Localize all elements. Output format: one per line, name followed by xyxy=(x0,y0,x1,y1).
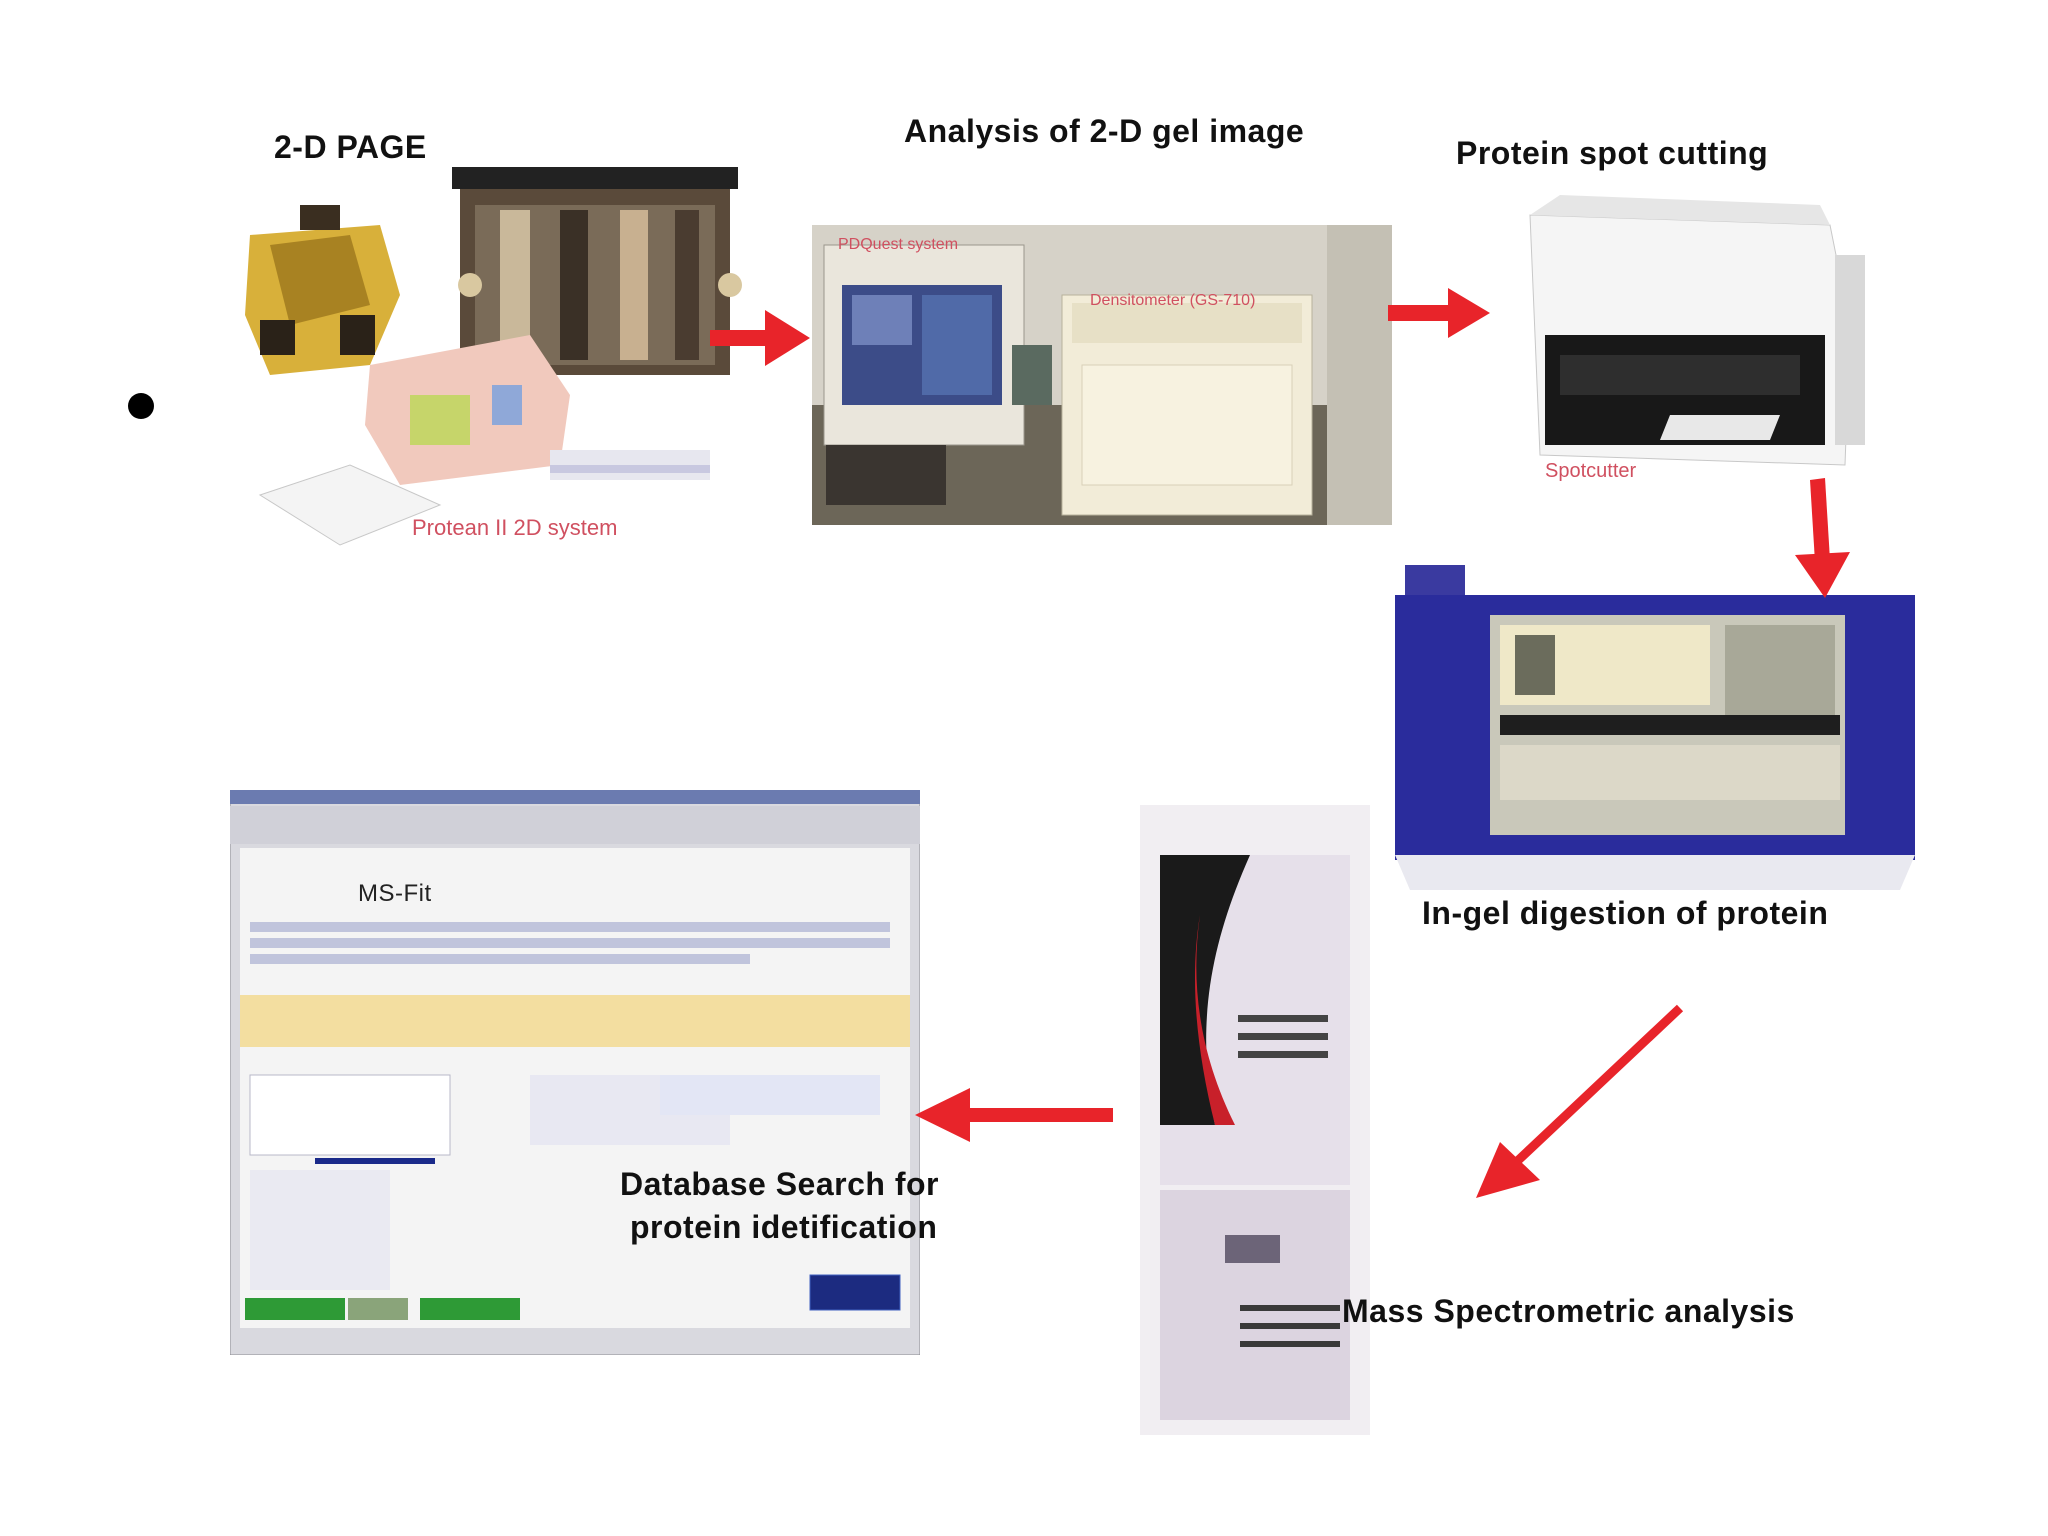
gel-analysis-workstation-photo xyxy=(812,225,1392,525)
spot-cutter-photo xyxy=(1529,195,1865,466)
ms-fit-browser-screenshot xyxy=(230,790,920,1355)
pdquest-caption: PDQuest system xyxy=(838,236,959,253)
arrow-cutting-to-digestion xyxy=(1795,478,1850,598)
densitometer-caption: Densitometer (GS-710) xyxy=(1090,292,1256,309)
arrow-analysis-to-cutting xyxy=(1388,288,1490,338)
step-database-search-title-line-1: Database Search for xyxy=(620,1166,939,1202)
2d-page-equipment-caption: Protean II 2D system xyxy=(412,515,618,540)
bullet-point xyxy=(128,393,154,419)
arrow-page-to-analysis xyxy=(710,310,810,366)
step-gel-analysis-title: Analysis of 2-D gel image xyxy=(904,113,1305,149)
step-database-search-title-line-2: protein idetification xyxy=(630,1209,938,1245)
step-in-gel-digestion-title: In-gel digestion of protein xyxy=(1422,895,1829,931)
spotcutter-caption: Spotcutter xyxy=(1545,460,1637,482)
arrow-ms-to-database xyxy=(915,1088,1113,1142)
ms-fit-window-heading: MS-Fit xyxy=(358,880,432,907)
step-mass-spec-title: Mass Spectrometric analysis xyxy=(1342,1293,1795,1329)
in-gel-digestion-robot-photo xyxy=(1395,565,1915,890)
arrow-digestion-to-ms xyxy=(1476,1004,1684,1198)
step-2d-page-title: 2-D PAGE xyxy=(274,129,427,165)
step-spot-cutting-title: Protein spot cutting xyxy=(1456,135,1769,171)
2d-page-equipment-photo xyxy=(245,167,742,546)
mass-spectrometer-photo xyxy=(1140,805,1370,1435)
